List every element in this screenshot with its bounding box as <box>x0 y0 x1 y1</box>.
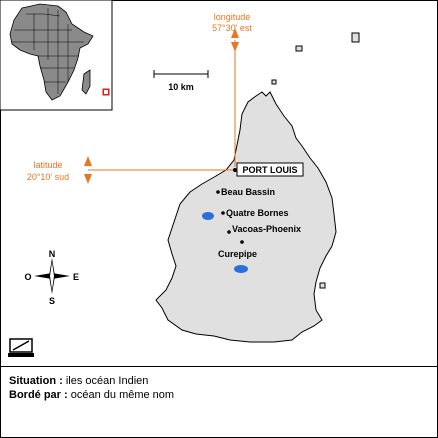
situation-row: Situation : iles océan Indien <box>9 374 174 388</box>
mauritius-map: longitude 57°30' est latitude 20°10' sud… <box>0 0 360 343</box>
situation-label: Situation : <box>9 375 63 387</box>
capital-label: PORT LOUIS <box>242 165 297 175</box>
lake <box>202 212 214 220</box>
print-icon[interactable] <box>8 338 34 358</box>
madagascar-shape <box>81 69 91 95</box>
capital-box <box>236 162 304 177</box>
city-quatre-bornes: Quatre Bornes <box>226 208 289 218</box>
info-panel: Situation : iles océan Indien Bordé par … <box>9 374 174 402</box>
borde-label: Bordé par : <box>9 389 68 401</box>
lake <box>234 265 248 273</box>
compass-n: N <box>49 249 56 259</box>
borde-value: océan du même nom <box>70 389 175 401</box>
islet <box>271 79 277 85</box>
longitude-label: longitude <box>214 12 251 22</box>
scale-label: 10 km <box>168 82 194 92</box>
compass-e: E <box>73 272 79 282</box>
compass-w: O <box>24 272 31 282</box>
footer-divider <box>0 366 438 367</box>
scale-bar: 10 km <box>153 70 209 92</box>
city-beau-bassin: Beau Bassin <box>221 187 275 197</box>
islet <box>295 45 303 52</box>
africa-locator-map <box>0 0 113 111</box>
longitude-value: 57°30' est <box>212 23 252 33</box>
islet <box>351 32 360 43</box>
latitude-value: 20°10' sud <box>27 172 69 182</box>
islet <box>319 282 326 289</box>
situation-value: iles océan Indien <box>65 375 149 387</box>
africa-shape <box>9 3 94 101</box>
borde-row: Bordé par : océan du même nom <box>9 388 174 402</box>
compass-rose: N S E O <box>24 249 79 306</box>
city-curepipe: Curepipe <box>218 249 257 259</box>
compass-s: S <box>49 296 55 306</box>
city-vacoas-phoenix: Vacoas-Phoenix <box>232 224 301 234</box>
latitude-label: latitude <box>33 160 62 170</box>
mauritius-island <box>155 91 337 343</box>
